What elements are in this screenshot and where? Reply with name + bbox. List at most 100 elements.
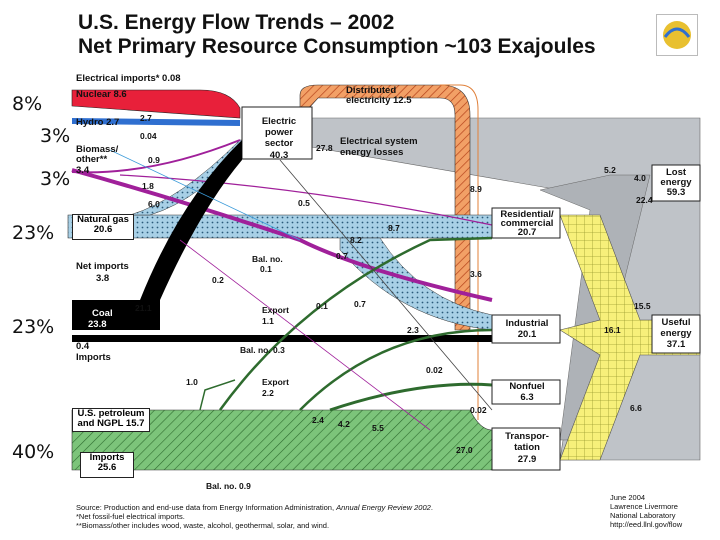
biomass-value: 3.4	[76, 165, 90, 176]
useful-energy-label-1: Useful	[661, 317, 691, 328]
electric-label-3: sector	[264, 138, 294, 149]
flow-label: 3.6	[470, 269, 482, 279]
percent-hydro: 3%	[40, 125, 71, 147]
biomass-label-1: Biomass/	[76, 144, 119, 155]
small-imports-label: Imports	[76, 352, 111, 363]
lab-name-1: Lawrence Livermore	[610, 502, 678, 511]
electric-value: 40.3	[269, 150, 289, 161]
flow-label: 21.1	[135, 303, 152, 313]
lost-energy-label-1: Lost	[665, 167, 687, 178]
industrial-label: Industrial	[505, 318, 549, 329]
percent-natural-gas: 23%	[12, 222, 55, 244]
flow-label: 8.9	[470, 184, 482, 194]
nonfuel-value: 6.3	[520, 392, 534, 403]
flow-label: 0.5	[298, 198, 310, 208]
flow-label: 0.02	[426, 365, 443, 375]
flow-label: 4.2	[338, 419, 350, 429]
distributed-label-2: electricity 12.5	[346, 95, 412, 106]
small-imports-value: 0.4	[76, 341, 90, 352]
source-period: .	[430, 503, 433, 512]
flow-label: 1.8	[142, 181, 154, 191]
flow-label: 0.7	[354, 299, 366, 309]
coal-flow	[72, 140, 242, 330]
flow-label: 0.9	[148, 155, 160, 165]
biomass-label-2: other**	[76, 154, 108, 165]
percent-nuclear: 8%	[12, 93, 43, 115]
natural-gas-value: 20.6	[93, 223, 113, 235]
petroleum-imports-label: Imports	[89, 452, 125, 463]
net-imports-value: 3.8	[96, 273, 110, 284]
flow-label: 16.1	[604, 325, 621, 335]
source-publication: Annual Energy Review 2002	[336, 503, 431, 512]
percent-coal: 23%	[12, 316, 55, 338]
natural-gas-box: Natural gas 20.6	[72, 214, 134, 240]
flow-label: 1.0	[186, 377, 198, 387]
transportation-label-2: tation	[514, 442, 540, 453]
percent-biomass: 3%	[40, 168, 71, 190]
flow-label: 15.5	[634, 301, 651, 311]
flow-label: 0.02	[470, 405, 487, 415]
flow-label: 0.1	[316, 301, 328, 311]
lost-energy-value: 59.3	[666, 187, 686, 198]
date-label: June 2004	[610, 493, 646, 502]
flow-label: 5.5	[372, 423, 384, 433]
coal-value: 23.8	[88, 319, 107, 330]
net-imports-label: Net imports	[76, 261, 129, 272]
residential-label-1: Residential/	[500, 209, 554, 220]
useful-energy-flow	[559, 214, 701, 461]
nonfuel-label: Nonfuel	[509, 381, 545, 392]
flow-label: 2.3	[407, 325, 419, 335]
petroleum-imports-value: 25.6	[97, 461, 117, 473]
flow-label: 2.4	[312, 415, 324, 425]
losses-label-2: energy losses	[340, 147, 404, 158]
industrial-value: 20.1	[517, 329, 537, 340]
balance-label-1: Bal. no.	[252, 254, 283, 264]
residential-label-2: commercial	[500, 218, 554, 229]
flow-label: 8.2	[350, 235, 362, 245]
hydro-flow	[72, 118, 240, 126]
lab-url: http://eed.llnl.gov/flow	[610, 520, 683, 529]
export-value-1: 1.1	[262, 316, 274, 326]
source-text: Source: Production and end-use data from…	[76, 503, 337, 512]
flow-label: 8.7	[388, 223, 400, 233]
title-line-1: U.S. Energy Flow Trends – 2002	[78, 11, 395, 34]
distributed-electricity-flow	[299, 84, 471, 331]
flow-label: 0.7	[336, 251, 348, 261]
footnote-2: **Biomass/other includes wood, waste, al…	[76, 521, 330, 530]
export-value-2: 2.2	[262, 388, 274, 398]
nuclear-flow	[71, 89, 241, 119]
natural-gas-label: Natural gas	[77, 214, 129, 225]
export-label-1: Export	[262, 305, 289, 315]
transportation-value: 27.9	[517, 454, 537, 465]
flow-label: 6.0	[148, 199, 160, 209]
percent-petroleum: 40%	[12, 441, 55, 463]
export-label-2: Export	[262, 377, 289, 387]
flow-label: 27.8	[316, 143, 333, 153]
petroleum-label-1: U.S. petroleum	[77, 408, 145, 419]
balance-label-2: Bal. no. 0.3	[240, 345, 285, 355]
flow-label: 27.0	[456, 445, 473, 455]
elec-imports-label: Electrical imports* 0.08	[76, 73, 181, 84]
coal-label: Coal	[92, 308, 113, 319]
residential-value: 20.7	[517, 227, 537, 238]
flow-label: 6.6	[630, 403, 642, 413]
electric-label-2: power	[265, 127, 293, 138]
useful-energy-label-2: energy	[660, 328, 692, 339]
petroleum-imports-box: Imports 25.6	[80, 452, 134, 478]
title-line-2: Net Primary Resource Consumption ~103 Ex…	[78, 35, 596, 58]
flow-label: 0.04	[140, 131, 157, 141]
lost-energy-label-2: energy	[660, 177, 692, 188]
distributed-label-1: Distributed	[346, 85, 397, 96]
flow-label: 22.4	[636, 195, 653, 205]
hydro-label: Hydro 2.7	[76, 117, 120, 128]
footnote-1: *Net fossil-fuel electrical imports.	[76, 512, 185, 521]
balance-label-3: Bal. no. 0.9	[206, 481, 251, 491]
flow-label: 4.0	[634, 173, 646, 183]
electric-label-1: Electric	[261, 116, 297, 127]
flow-label: 2.7	[140, 113, 152, 123]
flow-label: 5.2	[604, 165, 616, 175]
source-note: Source: Production and end-use data from…	[76, 503, 433, 513]
nuclear-label: Nuclear 8.6	[76, 89, 127, 100]
losses-label-1: Electrical system	[340, 136, 418, 147]
